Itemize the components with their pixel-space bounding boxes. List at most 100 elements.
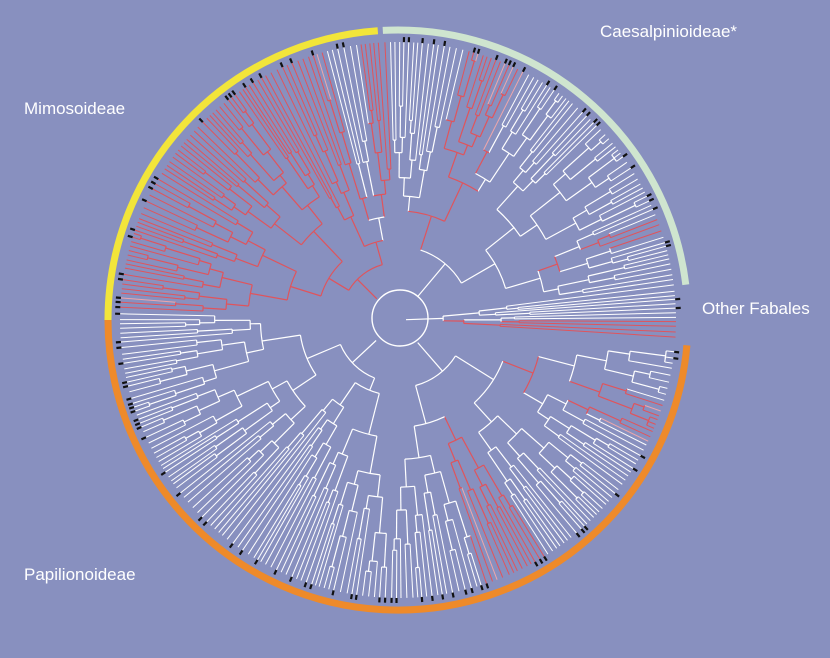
tree-branch [502,494,512,508]
tree-connector [624,388,628,394]
tree-branch [183,435,259,498]
tree-branch [431,126,438,153]
tree-branch [415,385,427,424]
tree-branch [434,46,451,127]
tree-connector [331,180,339,185]
tree-connector [487,446,497,454]
tree-branch [343,192,355,216]
tree-branch [413,43,423,134]
tip-marker [116,346,122,350]
tree-branch [265,476,314,565]
tree-branch [166,164,216,199]
tree-branch [364,140,370,162]
tree-branch [583,491,603,509]
tree-branch [609,443,639,461]
tree-branch [495,312,530,316]
tree-branch [532,107,579,162]
tree-connector [248,284,253,307]
tree-branch [250,292,288,301]
tree-branch [631,381,660,390]
tip-marker [476,48,481,55]
tree-connector [364,507,370,510]
tree-branch [419,215,432,251]
tip-markers [115,37,681,603]
tree-branch [409,159,413,179]
tip-marker [592,118,598,124]
tip-marker [595,121,601,127]
tree-branch [535,173,546,184]
tree-connector [404,454,431,460]
tree-branch [217,254,235,262]
tree-branch [458,488,493,582]
tree-branch [131,376,203,399]
tree-connector [321,409,327,414]
tree-branch [332,452,339,465]
tree-connector [139,235,142,240]
tip-marker [494,54,499,61]
tree-branch [473,402,492,423]
tree-connector [285,413,295,424]
tree-connector [575,496,579,500]
tree-branch [553,93,560,101]
tree-branch [557,95,563,103]
tree-branch [388,169,391,180]
tree-branch [149,194,214,228]
tree-branch [313,446,332,479]
tree-connector [270,216,281,229]
tip-marker [175,492,182,497]
tree-branch [290,405,306,421]
tree-branch [337,48,364,163]
tree-branch [582,422,641,457]
tree-branch [461,263,496,284]
tree-branch [266,204,281,218]
tree-branch [519,322,676,327]
tree-branch [333,537,347,591]
tree-branch [183,277,204,283]
tree-branch [221,435,305,536]
tree-branch [329,100,341,134]
tree-branch [356,45,369,124]
tree-connector [409,159,416,161]
tree-branch [236,222,254,233]
tree-branch [666,350,675,353]
tree-branch [383,533,387,568]
tree-branch [242,89,289,158]
tree-branch [610,167,632,182]
tree-branch [608,350,630,355]
tree-connector [597,239,601,247]
tip-marker [228,542,234,549]
tree-branch [523,392,544,405]
tree-branch [630,350,666,357]
tree-branch [175,383,205,395]
tree-branch [500,323,676,333]
tip-marker [253,559,259,565]
tip-marker [580,528,586,534]
tree-branch [523,500,558,549]
tip-marker [288,576,293,583]
tree-branch [296,501,328,579]
tree-connector [357,470,381,476]
tree-connector [307,183,315,190]
tree-branch [545,222,577,240]
tree-connector [572,217,581,231]
tree-branch [590,141,602,151]
tree-branch [540,480,561,504]
tree-branch [414,515,418,533]
tree-branch [570,425,596,441]
tree-branch [479,116,490,138]
tree-branch [270,72,340,207]
tree-branch [414,486,419,516]
tree-branch [513,464,572,538]
tree-branch [159,373,188,383]
tree-connector [375,531,387,534]
tree-connector [598,215,603,222]
tree-branch [380,194,385,218]
tree-branch [587,267,625,277]
tree-branch [312,55,329,102]
tree-branch [585,441,631,473]
tip-marker [127,402,134,406]
tree-branch [199,295,227,300]
tree-branch [579,218,602,231]
tree-branch [519,151,533,168]
tree-connector [483,149,490,154]
